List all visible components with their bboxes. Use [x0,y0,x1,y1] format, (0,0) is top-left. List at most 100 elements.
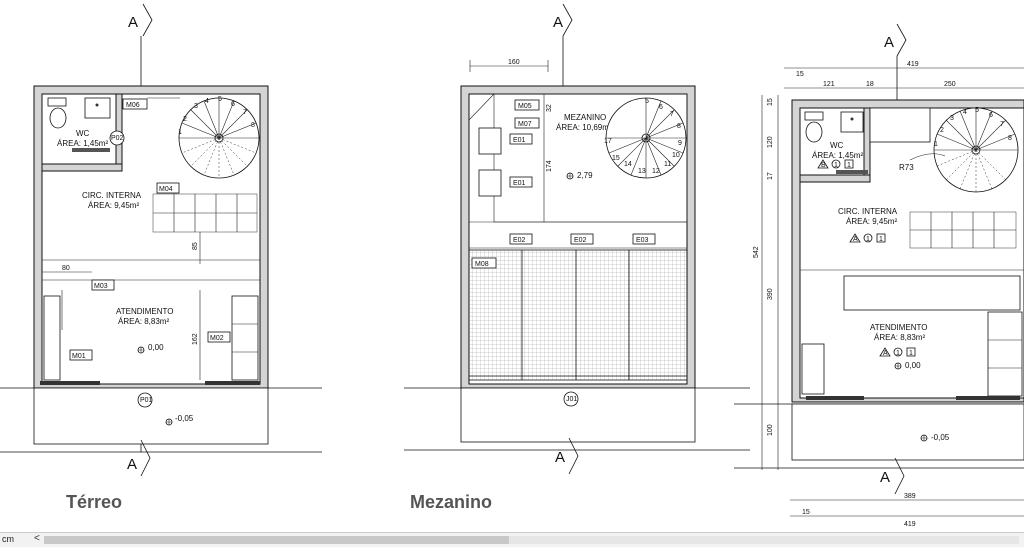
svg-text:12: 12 [652,168,660,175]
floor-plan-drawing: A WC ÁREA: 1,45m² P02 M06 [0,3,1024,528]
level-marker-icon [920,434,928,442]
door-tag-p01 [137,392,153,408]
tile-grid [152,193,258,233]
svg-text:542: 542 [753,246,760,258]
svg-text:11: 11 [664,161,671,168]
room-area-wc: ÁREA: 1,45m² [57,139,108,148]
sink-icon [84,97,111,119]
section-marker-bottom: A [127,439,151,477]
door-tag [109,130,125,146]
svg-text:100: 100 [767,424,774,436]
svg-text:10: 10 [672,152,680,159]
svg-text:4: 4 [963,109,967,116]
room-area-mezanino: ÁREA: 10,69m² [556,123,612,132]
svg-text:80: 80 [62,265,70,272]
room-area-atendimento: ÁREA: 8,83m² [874,333,925,342]
svg-text:419: 419 [907,61,919,68]
view-title-mezanino: Mezanino [410,492,492,512]
svg-text:6: 6 [989,112,993,119]
svg-text:7: 7 [1000,121,1004,128]
tag-e01 [509,133,533,145]
svg-text:M07: M07 [518,121,532,128]
svg-text:5: 5 [975,107,979,114]
svg-text:2: 2 [940,127,944,134]
tag-m07 [514,117,540,129]
svg-text:3: 3 [950,115,954,122]
svg-text:1: 1 [866,236,870,243]
svg-text:M05: M05 [518,103,532,110]
room-symbols-atendimento: A 1 1 [879,347,916,357]
scroll-left-arrow-icon[interactable]: < [34,533,40,544]
svg-text:0,00: 0,00 [905,361,921,370]
svg-text:390: 390 [767,288,774,300]
svg-text:5: 5 [645,98,649,105]
svg-text:1: 1 [909,350,913,357]
tag-m04 [156,182,180,194]
unit-label: cm [2,534,14,544]
room-name-wc: WC [830,141,844,150]
svg-text:6: 6 [659,104,663,111]
svg-text:M06: M06 [126,102,140,109]
svg-text:13: 13 [638,168,646,175]
svg-text:15: 15 [612,155,620,162]
svg-text:E02: E02 [513,237,526,244]
svg-text:15: 15 [796,71,804,78]
svg-text:7: 7 [670,111,674,118]
toilet-icon [49,107,67,129]
svg-text:174: 174 [546,160,553,172]
section-marker-top: A [128,3,153,86]
room-name-mezanino: MEZANINO [564,113,606,122]
level-marker-icon [137,346,145,354]
facade-glazing: M08 [468,249,688,381]
shelf-icon [478,169,502,197]
horizontal-scrollbar-thumb[interactable] [44,536,509,544]
svg-text:P01: P01 [140,397,153,404]
room-area-atendimento: ÁREA: 8,83m² [118,317,169,326]
svg-text:2,79: 2,79 [577,171,593,180]
tag-m03 [91,279,115,291]
spiral-stair: 5 6 7 8 9 10 11 12 13 14 15 17 [604,97,687,179]
spiral-stair: 1 2 3 4 5 6 7 8 R73 [899,107,1019,193]
tag-e03 [632,233,656,245]
room-name-atendimento: ATENDIMENTO [870,323,927,332]
room-symbols-circ: A 1 1 [849,233,886,243]
svg-text:E01: E01 [513,180,526,187]
svg-text:M03: M03 [94,283,108,290]
svg-text:85: 85 [192,242,199,250]
svg-text:1: 1 [178,129,182,136]
tag-m02 [207,331,231,343]
svg-text:E01: E01 [513,137,526,144]
radius-label: R73 [899,163,914,172]
toilet-icon [805,121,823,143]
svg-text:18: 18 [866,81,874,88]
svg-text:17: 17 [604,138,612,145]
svg-text:8: 8 [1008,135,1012,142]
svg-text:-0,05: -0,05 [175,414,194,423]
svg-text:2: 2 [183,116,187,123]
svg-text:E02: E02 [574,237,587,244]
svg-text:160: 160 [508,59,520,66]
section-marker-top: A [553,3,573,86]
svg-text:250: 250 [944,81,956,88]
svg-text:1: 1 [934,141,938,148]
room-area-wc: ÁREA: 1,45m² [812,151,863,160]
room-name-circ: CIRC. INTERNA [82,191,142,200]
terreo-view: A WC ÁREA: 1,45m² P02 M06 [0,3,322,512]
level-marker-icon [566,172,574,180]
room-name-atendimento: ATENDIMENTO [116,307,173,316]
tag-e01 [509,176,533,188]
mezanino-view: A 160 32 174 M05 M07 E01 E01 MEZANINO ÁR… [404,3,750,512]
shelf-icon [478,127,502,155]
room-area-circ: ÁREA: 9,45m² [846,217,897,226]
svg-text:1: 1 [896,350,900,357]
svg-text:-0,05: -0,05 [931,433,950,442]
svg-text:E03: E03 [636,237,649,244]
svg-text:389: 389 [904,493,916,500]
terreo-dimensioned-view: A 419 15 121 18 250 15 120 17 542 390 10… [734,23,1024,528]
svg-text:9: 9 [678,140,682,147]
svg-text:M04: M04 [159,186,173,193]
wc-wall [41,163,123,172]
svg-text:15: 15 [802,509,810,516]
spiral-stair: 1 2 3 4 5 6 7 8 [178,96,260,179]
horizontal-scrollbar-track[interactable] [44,536,1019,544]
